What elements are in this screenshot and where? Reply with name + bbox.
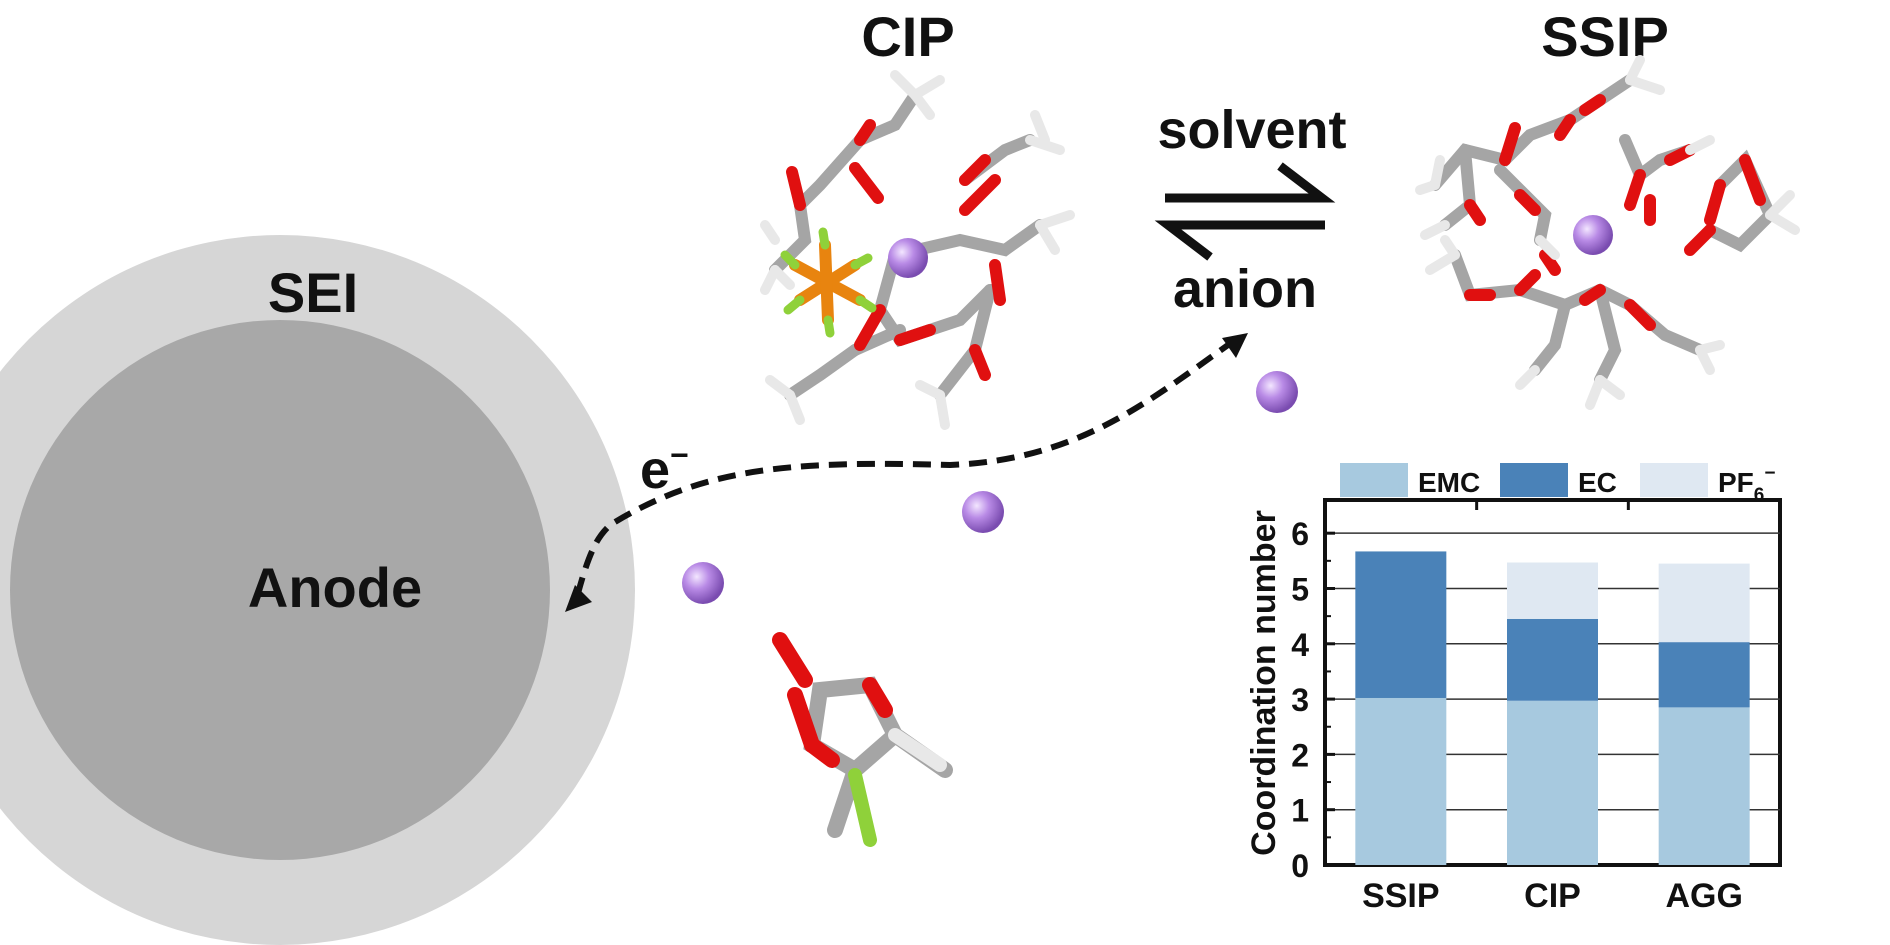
li-ion-free-1 bbox=[1256, 371, 1298, 413]
chart-y-axis-label: Coordination number bbox=[1245, 510, 1283, 856]
anode bbox=[10, 320, 550, 860]
y-tick-label: 6 bbox=[1291, 516, 1309, 552]
li-ion-cip bbox=[888, 238, 928, 278]
bar-agg-pf6 bbox=[1658, 563, 1750, 643]
fec-molecule bbox=[772, 632, 953, 847]
anion-label: anion bbox=[1173, 259, 1317, 319]
y-tick-label: 2 bbox=[1291, 737, 1309, 773]
anode-label: Anode bbox=[248, 556, 422, 619]
y-tick-label: 0 bbox=[1291, 848, 1309, 884]
legend-label-pf6: PF6− bbox=[1718, 463, 1775, 506]
li-ion-ssip bbox=[1573, 215, 1613, 255]
x-tick-label: CIP bbox=[1524, 877, 1581, 915]
y-tick-label: 1 bbox=[1291, 793, 1309, 829]
bar-cip-pf6 bbox=[1507, 562, 1598, 619]
cip-label: CIP bbox=[861, 5, 954, 68]
bar-agg-emc bbox=[1658, 707, 1750, 865]
ssip-label: SSIP bbox=[1541, 5, 1669, 68]
chart-bars bbox=[1355, 551, 1750, 865]
bar-cip-emc bbox=[1507, 700, 1598, 865]
sei-label: SEI bbox=[268, 261, 358, 324]
arrowhead-right bbox=[1222, 333, 1248, 358]
legend-label-emc: EMC bbox=[1418, 467, 1480, 498]
coordination-chart: 0 1 2 3 4 5 6 SSIP CIP AGG Coordination number E… bbox=[1245, 463, 1782, 915]
cip-cluster bbox=[760, 70, 1075, 430]
bar-cip-ec bbox=[1507, 618, 1598, 701]
chart-x-labels: SSIP CIP AGG bbox=[1362, 500, 1743, 915]
bar-ssip-ec bbox=[1355, 551, 1447, 698]
ssip-cluster bbox=[1415, 55, 1800, 410]
solvent-label: solvent bbox=[1157, 100, 1346, 160]
li-ion-free-3 bbox=[682, 562, 724, 604]
li-ion-free-2 bbox=[962, 491, 1004, 533]
bar-agg-ec bbox=[1658, 642, 1750, 708]
legend-swatch-emc bbox=[1340, 463, 1408, 497]
legend-swatch-ec bbox=[1500, 463, 1568, 497]
legend-swatch-pf6 bbox=[1640, 463, 1708, 497]
bar-ssip-emc bbox=[1355, 697, 1447, 865]
arrowhead-left bbox=[565, 585, 592, 612]
equilibrium-arrows bbox=[1154, 162, 1336, 261]
legend-label-ec: EC bbox=[1578, 467, 1617, 498]
y-tick-label: 4 bbox=[1291, 627, 1309, 663]
y-tick-label: 5 bbox=[1291, 571, 1309, 607]
electron-label: e− bbox=[640, 437, 689, 500]
chart-y-ticks: 0 1 2 3 4 5 6 bbox=[1291, 516, 1335, 884]
x-tick-label: SSIP bbox=[1362, 877, 1439, 915]
chart-legend: EMC EC PF6− bbox=[1340, 463, 1775, 506]
electron-transfer-arrow bbox=[572, 337, 1237, 606]
x-tick-label: AGG bbox=[1665, 877, 1742, 915]
y-tick-label: 3 bbox=[1291, 682, 1309, 718]
